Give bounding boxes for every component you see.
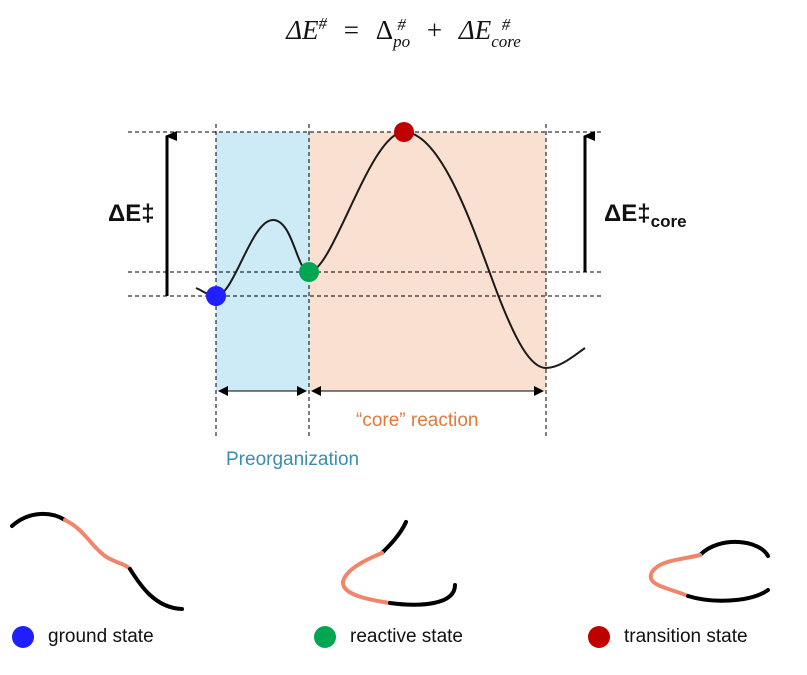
- reactive-chain-end-1: [380, 520, 408, 555]
- conformation-reactive: [341, 520, 457, 607]
- transition-state-legend-dot: [588, 626, 610, 648]
- ground-flexible-segment: [63, 518, 132, 571]
- delta-e-core-sup: ‡: [637, 200, 651, 227]
- delta-e-sup: ‡: [141, 200, 155, 227]
- reactive-state-dot: [299, 262, 319, 282]
- preorganization-label: Preorganization: [226, 449, 360, 470]
- ground-state-legend-label: ground state: [48, 626, 154, 647]
- equation-term2-sup: #: [501, 14, 511, 34]
- equation-term1: Δ: [375, 15, 394, 45]
- energy-curve: [195, 130, 586, 370]
- ts-chain-end-1: [698, 540, 770, 558]
- equation-term2-sub: core: [491, 31, 521, 51]
- delta-e-core-sub: core: [650, 212, 687, 231]
- ground-chain-end-2: [128, 567, 184, 611]
- delta-e-label: ΔE‡: [108, 200, 155, 228]
- energy-equation: ΔE# = Δ#po + ΔE#core: [0, 14, 807, 50]
- equation-term2: ΔE: [458, 15, 492, 45]
- equation-term1-sup: #: [397, 14, 406, 34]
- ground-chain-end-1: [10, 512, 67, 528]
- ts-flexible-segment: [648, 553, 702, 598]
- transition-state-legend-label: transition state: [624, 626, 748, 647]
- legend-reactive-state: reactive state: [314, 626, 463, 648]
- delta-e-text: ΔE: [108, 200, 142, 227]
- reactive-flexible-segment: [341, 551, 392, 605]
- preorganization-region: [216, 132, 309, 391]
- transition-state-dot: [394, 122, 414, 142]
- ts-chain-end-2: [686, 588, 770, 603]
- ground-state-dot: [206, 286, 226, 306]
- core-reaction-region: [309, 132, 546, 391]
- legend-ground-state: ground state: [12, 626, 154, 648]
- equation-plus: +: [426, 15, 443, 45]
- reactive-state-legend-dot: [314, 626, 336, 648]
- equation-equals: =: [343, 15, 360, 45]
- core-reaction-label: “core” reaction: [356, 410, 479, 431]
- delta-e-core-label: ΔE‡core: [604, 200, 687, 232]
- ground-state-legend-dot: [12, 626, 34, 648]
- equation-lhs-sup: #: [318, 14, 328, 33]
- conformation-ground: [10, 512, 184, 611]
- conformation-transition: [648, 540, 770, 603]
- reactive-state-legend-label: reactive state: [350, 626, 463, 647]
- reactive-chain-end-2: [388, 583, 457, 607]
- equation-term1-sub: po: [393, 31, 411, 51]
- delta-e-core-text: ΔE: [604, 200, 638, 227]
- equation-lhs: ΔE: [286, 15, 319, 45]
- legend-transition-state: transition state: [588, 626, 748, 648]
